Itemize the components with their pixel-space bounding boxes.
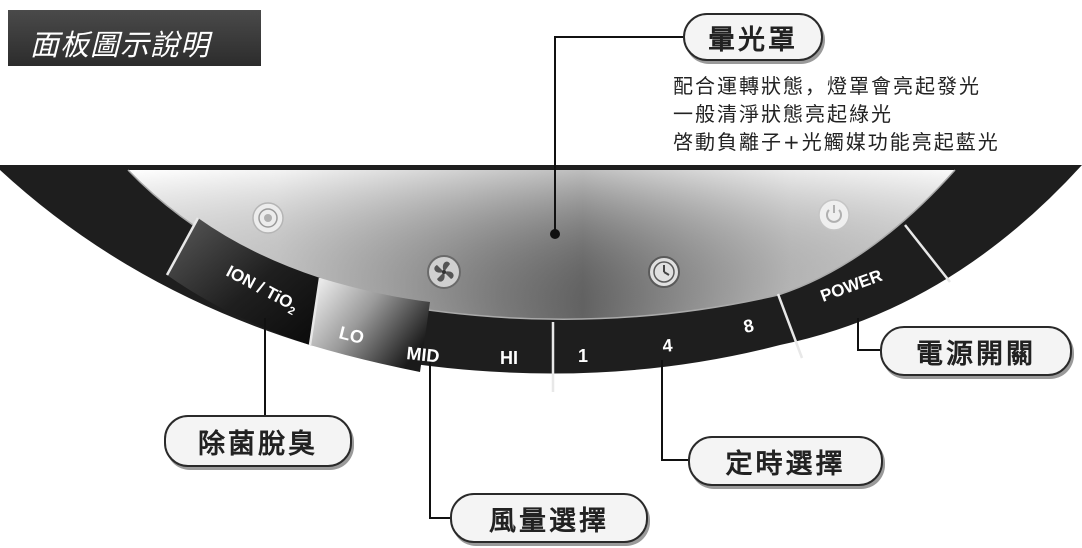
page-title: 面板圖示說明 [30,28,211,62]
light-cover-leader [554,36,683,234]
timer-8-label: 8 [742,315,756,337]
desc-line-2: 一般清淨狀態亮起綠光 [673,102,893,126]
ion-icon [252,202,284,234]
fan-mid-label: MID [406,343,441,366]
title-badge: 面板圖示說明 [8,10,261,66]
fan-callout-text: 風量選擇 [489,505,609,537]
fan-hi-label: HI [500,348,518,368]
timer-callout: 定時選擇 [688,436,883,486]
lo-segment [310,278,430,372]
power-callout: 電源開關 [880,326,1072,376]
power-callout-text: 電源開關 [916,338,1036,370]
ion-callout: 除菌脫臭 [164,415,352,467]
timer-callout-text: 定時選擇 [725,448,846,480]
timer-icon [648,256,680,288]
segment-dividers [165,217,951,392]
fan-icon [427,255,461,289]
light-cover-title: 暈光罩 [708,24,798,56]
power-icon [818,199,850,231]
fan-leader [429,360,450,519]
light-cover-description: 配合運轉狀態，燈罩會亮起發光 一般清淨狀態亮起綠光 啓動負離子+光觸媒功能亮起藍… [673,72,1000,156]
power-leader [857,318,880,351]
ion-segment [167,218,320,345]
desc-line-3: 啓動負離子+光觸媒功能亮起藍光 [673,130,1000,154]
timer-1-label: 1 [578,346,588,366]
light-cover-callout: 暈光罩 [683,13,823,61]
ion-callout-text: 除菌脫臭 [198,428,318,460]
desc-line-1: 配合運轉狀態，燈罩會亮起發光 [673,74,981,98]
timer-4-label: 4 [662,335,674,356]
fan-callout: 風量選擇 [450,493,648,543]
timer-leader [661,360,688,461]
